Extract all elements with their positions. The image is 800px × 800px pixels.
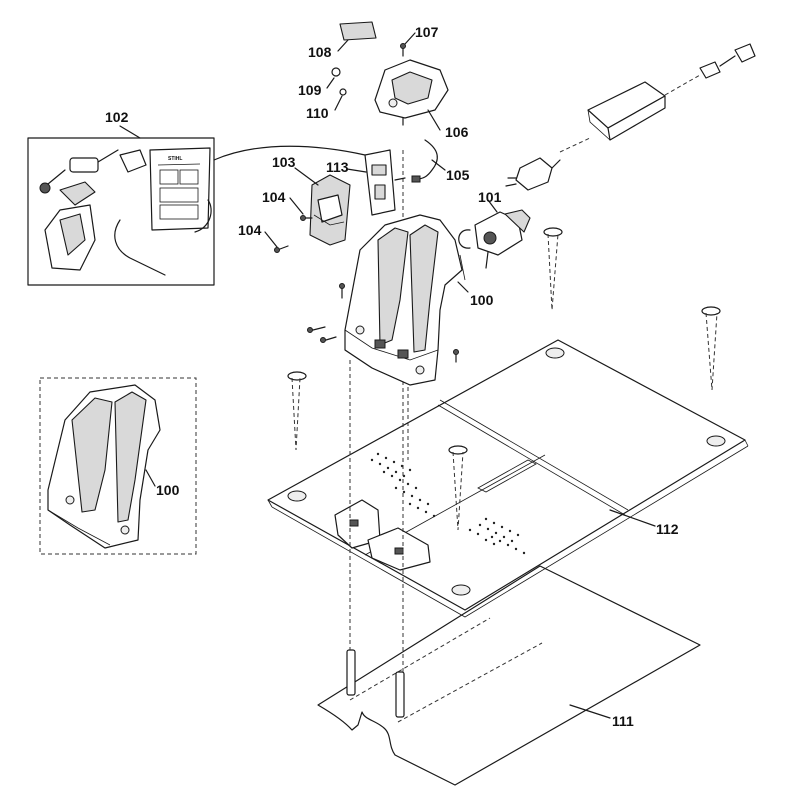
manual-booklet [149, 147, 211, 231]
ground-peg [701, 306, 721, 391]
leader-lines [145, 32, 656, 719]
inset-housing-box [39, 377, 197, 555]
callout-104b: 104 [238, 222, 262, 238]
callout-101: 101 [478, 189, 502, 205]
callout-111: 111 [612, 713, 634, 729]
manual-brand-text: STIHL [168, 156, 182, 162]
screw [307, 326, 326, 333]
screw [453, 349, 459, 363]
callout-112: 112 [656, 521, 679, 537]
ground-peg [448, 445, 468, 531]
callout-105: 105 [446, 167, 470, 183]
boundary-wire-sheet [317, 565, 701, 786]
cap [331, 67, 341, 77]
plate-hole [287, 490, 307, 502]
screw [320, 336, 337, 343]
cable [411, 139, 438, 183]
o-ring [339, 88, 347, 96]
callout-113: 113 [326, 159, 349, 175]
cover-panel [374, 59, 449, 126]
callout-labels: 107 108 109 110 106 102 103 113 105 101 … [105, 24, 679, 729]
charging-unit [458, 209, 531, 269]
base-plate [267, 339, 749, 618]
callout-108: 108 [308, 44, 332, 60]
callout-102: 102 [105, 109, 129, 125]
screw [400, 43, 406, 57]
plate-hole [545, 347, 565, 359]
screw [339, 283, 345, 299]
callout-104a: 104 [262, 189, 286, 205]
docking-station-housing [344, 214, 466, 386]
screw [300, 215, 313, 221]
ground-peg [287, 371, 307, 451]
callout-109: 109 [298, 82, 322, 98]
callout-103: 103 [272, 154, 296, 170]
ground-peg-group [287, 227, 721, 531]
connection-box [309, 174, 351, 246]
plate-hole [706, 435, 726, 447]
inset-kit-box: STIHL [27, 125, 366, 286]
screw-group [307, 283, 459, 363]
power-supply [505, 43, 756, 191]
plate-hole [451, 584, 471, 596]
ground-peg [543, 227, 563, 311]
callout-107: 107 [415, 24, 439, 40]
circuit-board [364, 149, 406, 216]
callout-100b: 100 [156, 482, 180, 498]
label-sticker [339, 21, 377, 41]
callout-100a: 100 [470, 292, 494, 308]
callout-106: 106 [445, 124, 469, 140]
callout-110: 110 [306, 105, 329, 121]
